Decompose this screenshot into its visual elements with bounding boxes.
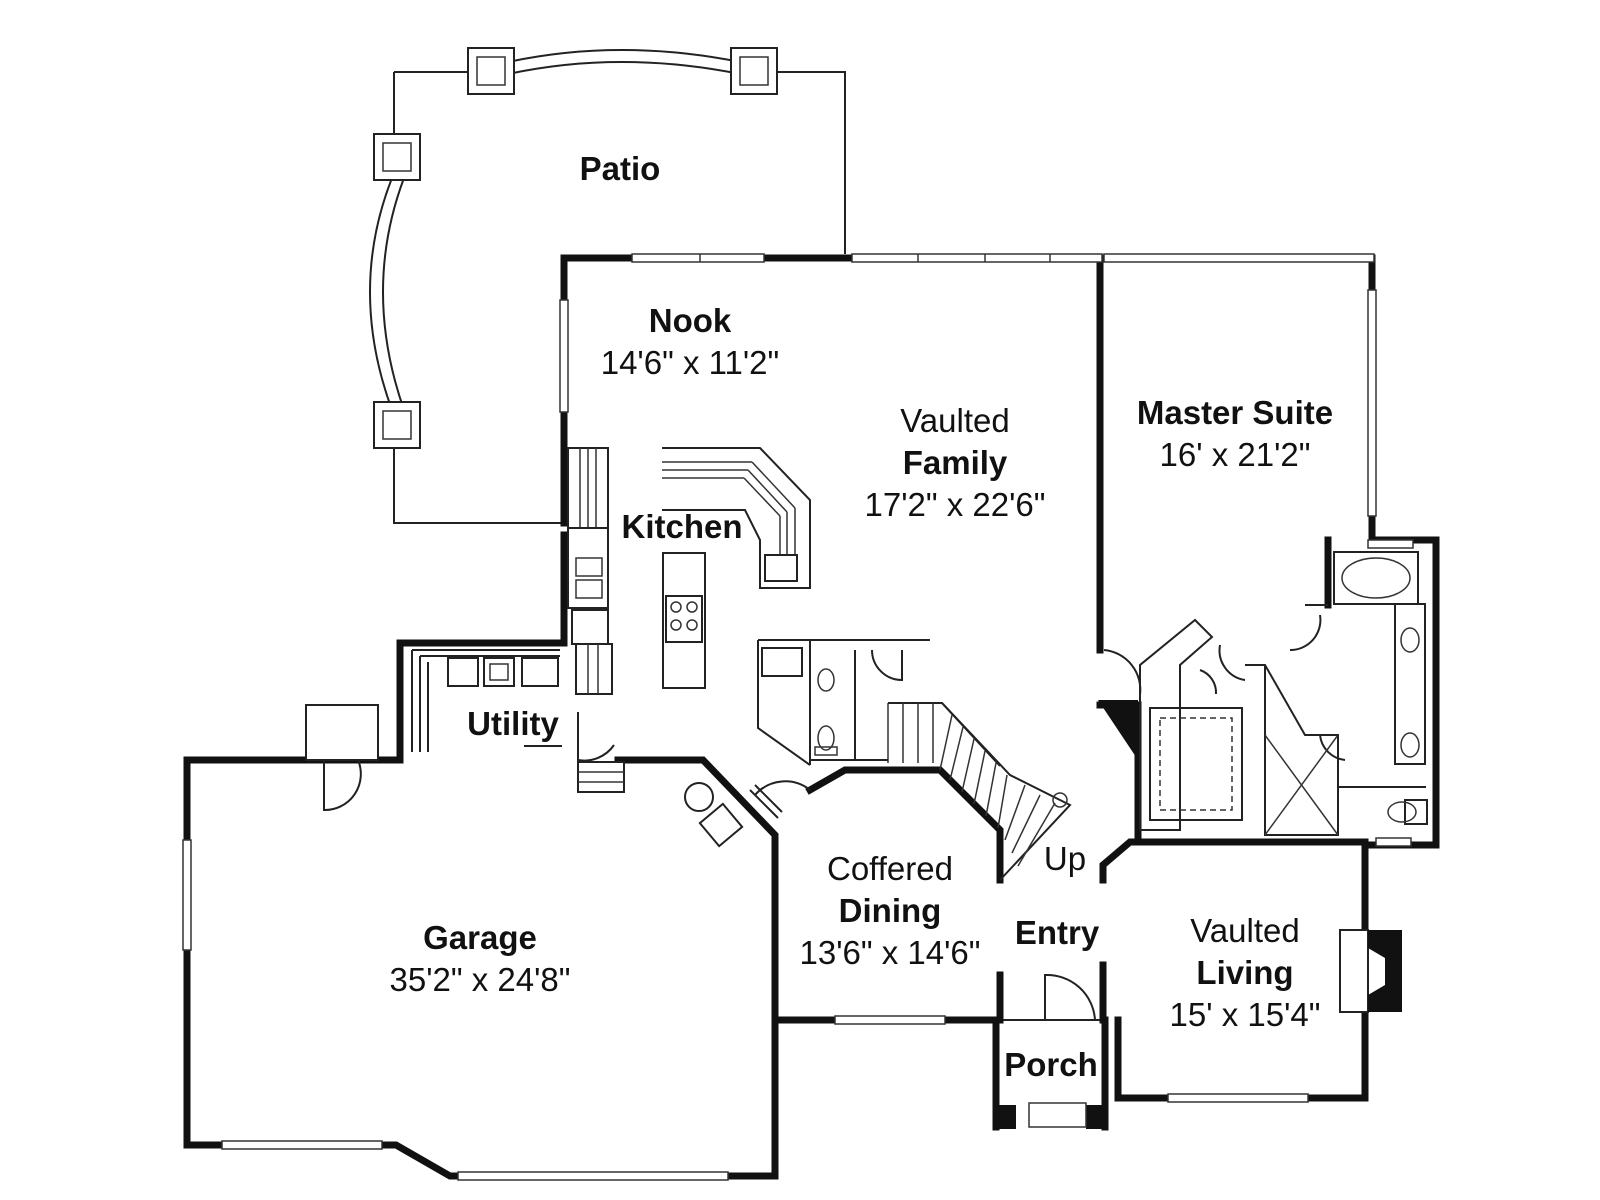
patio-outline: [369, 49, 846, 524]
wall-wedge: [1098, 700, 1138, 760]
garage-size: 35'2" x 24'8": [389, 961, 571, 999]
master-suite-size: 16' x 21'2": [1159, 436, 1311, 474]
stairs-up-text: Up: [1043, 840, 1087, 877]
utility-label: Utility: [448, 703, 578, 745]
master-suite-label: Master Suite 16' x 21'2": [1105, 392, 1365, 476]
dining-prefix: Coffered: [827, 850, 953, 887]
nook-size: 14'6" x 11'2": [600, 344, 780, 382]
porch-post-right: [1086, 1105, 1106, 1129]
master-bath: [1139, 551, 1428, 836]
family-prefix: Vaulted: [900, 402, 1010, 439]
living-prefix: Vaulted: [1190, 912, 1300, 949]
family-size: 17'2" x 22'6": [864, 486, 1046, 524]
master-suite-name: Master Suite: [1136, 394, 1334, 431]
nook-name: Nook: [648, 302, 732, 339]
porch-name: Porch: [1004, 1046, 1098, 1083]
entry-name: Entry: [1014, 914, 1100, 951]
kitchen-label: Kitchen: [600, 506, 764, 548]
kitchen-counters: [567, 447, 811, 695]
kitchen-name: Kitchen: [621, 508, 743, 545]
garage-fixtures: [684, 782, 783, 848]
family-label: Vaulted Family 17'2" x 22'6": [820, 400, 1090, 527]
patio-label: Patio: [535, 148, 705, 190]
patio-columns: [373, 47, 778, 449]
living-name: Living: [1196, 954, 1294, 992]
porch-post-left: [996, 1105, 1016, 1129]
utility-fixtures: [305, 649, 625, 793]
stairs-up-label: Up: [1030, 838, 1100, 880]
dining-label: Coffered Dining 13'6" x 14'6": [770, 848, 1010, 975]
patio-name: Patio: [579, 150, 661, 187]
living-size: 15' x 15'4": [1169, 996, 1321, 1034]
dining-size: 13'6" x 14'6": [799, 934, 981, 972]
utility-name: Utility: [467, 705, 559, 742]
family-name: Family: [902, 444, 1008, 482]
garage-name: Garage: [423, 919, 537, 956]
living-label: Vaulted Living 15' x 15'4": [1135, 910, 1355, 1037]
porch-label: Porch: [996, 1044, 1106, 1086]
staircase: [887, 702, 1072, 881]
doors: [323, 614, 1346, 1021]
nook-label: Nook 14'6" x 11'2": [560, 300, 820, 384]
fireplace: [1339, 929, 1402, 1013]
powder-room: [757, 639, 930, 766]
dining-name: Dining: [838, 892, 942, 930]
garage-label: Garage 35'2" x 24'8": [350, 917, 610, 1001]
windows: [182, 253, 1414, 1181]
entry-label: Entry: [1002, 912, 1112, 954]
